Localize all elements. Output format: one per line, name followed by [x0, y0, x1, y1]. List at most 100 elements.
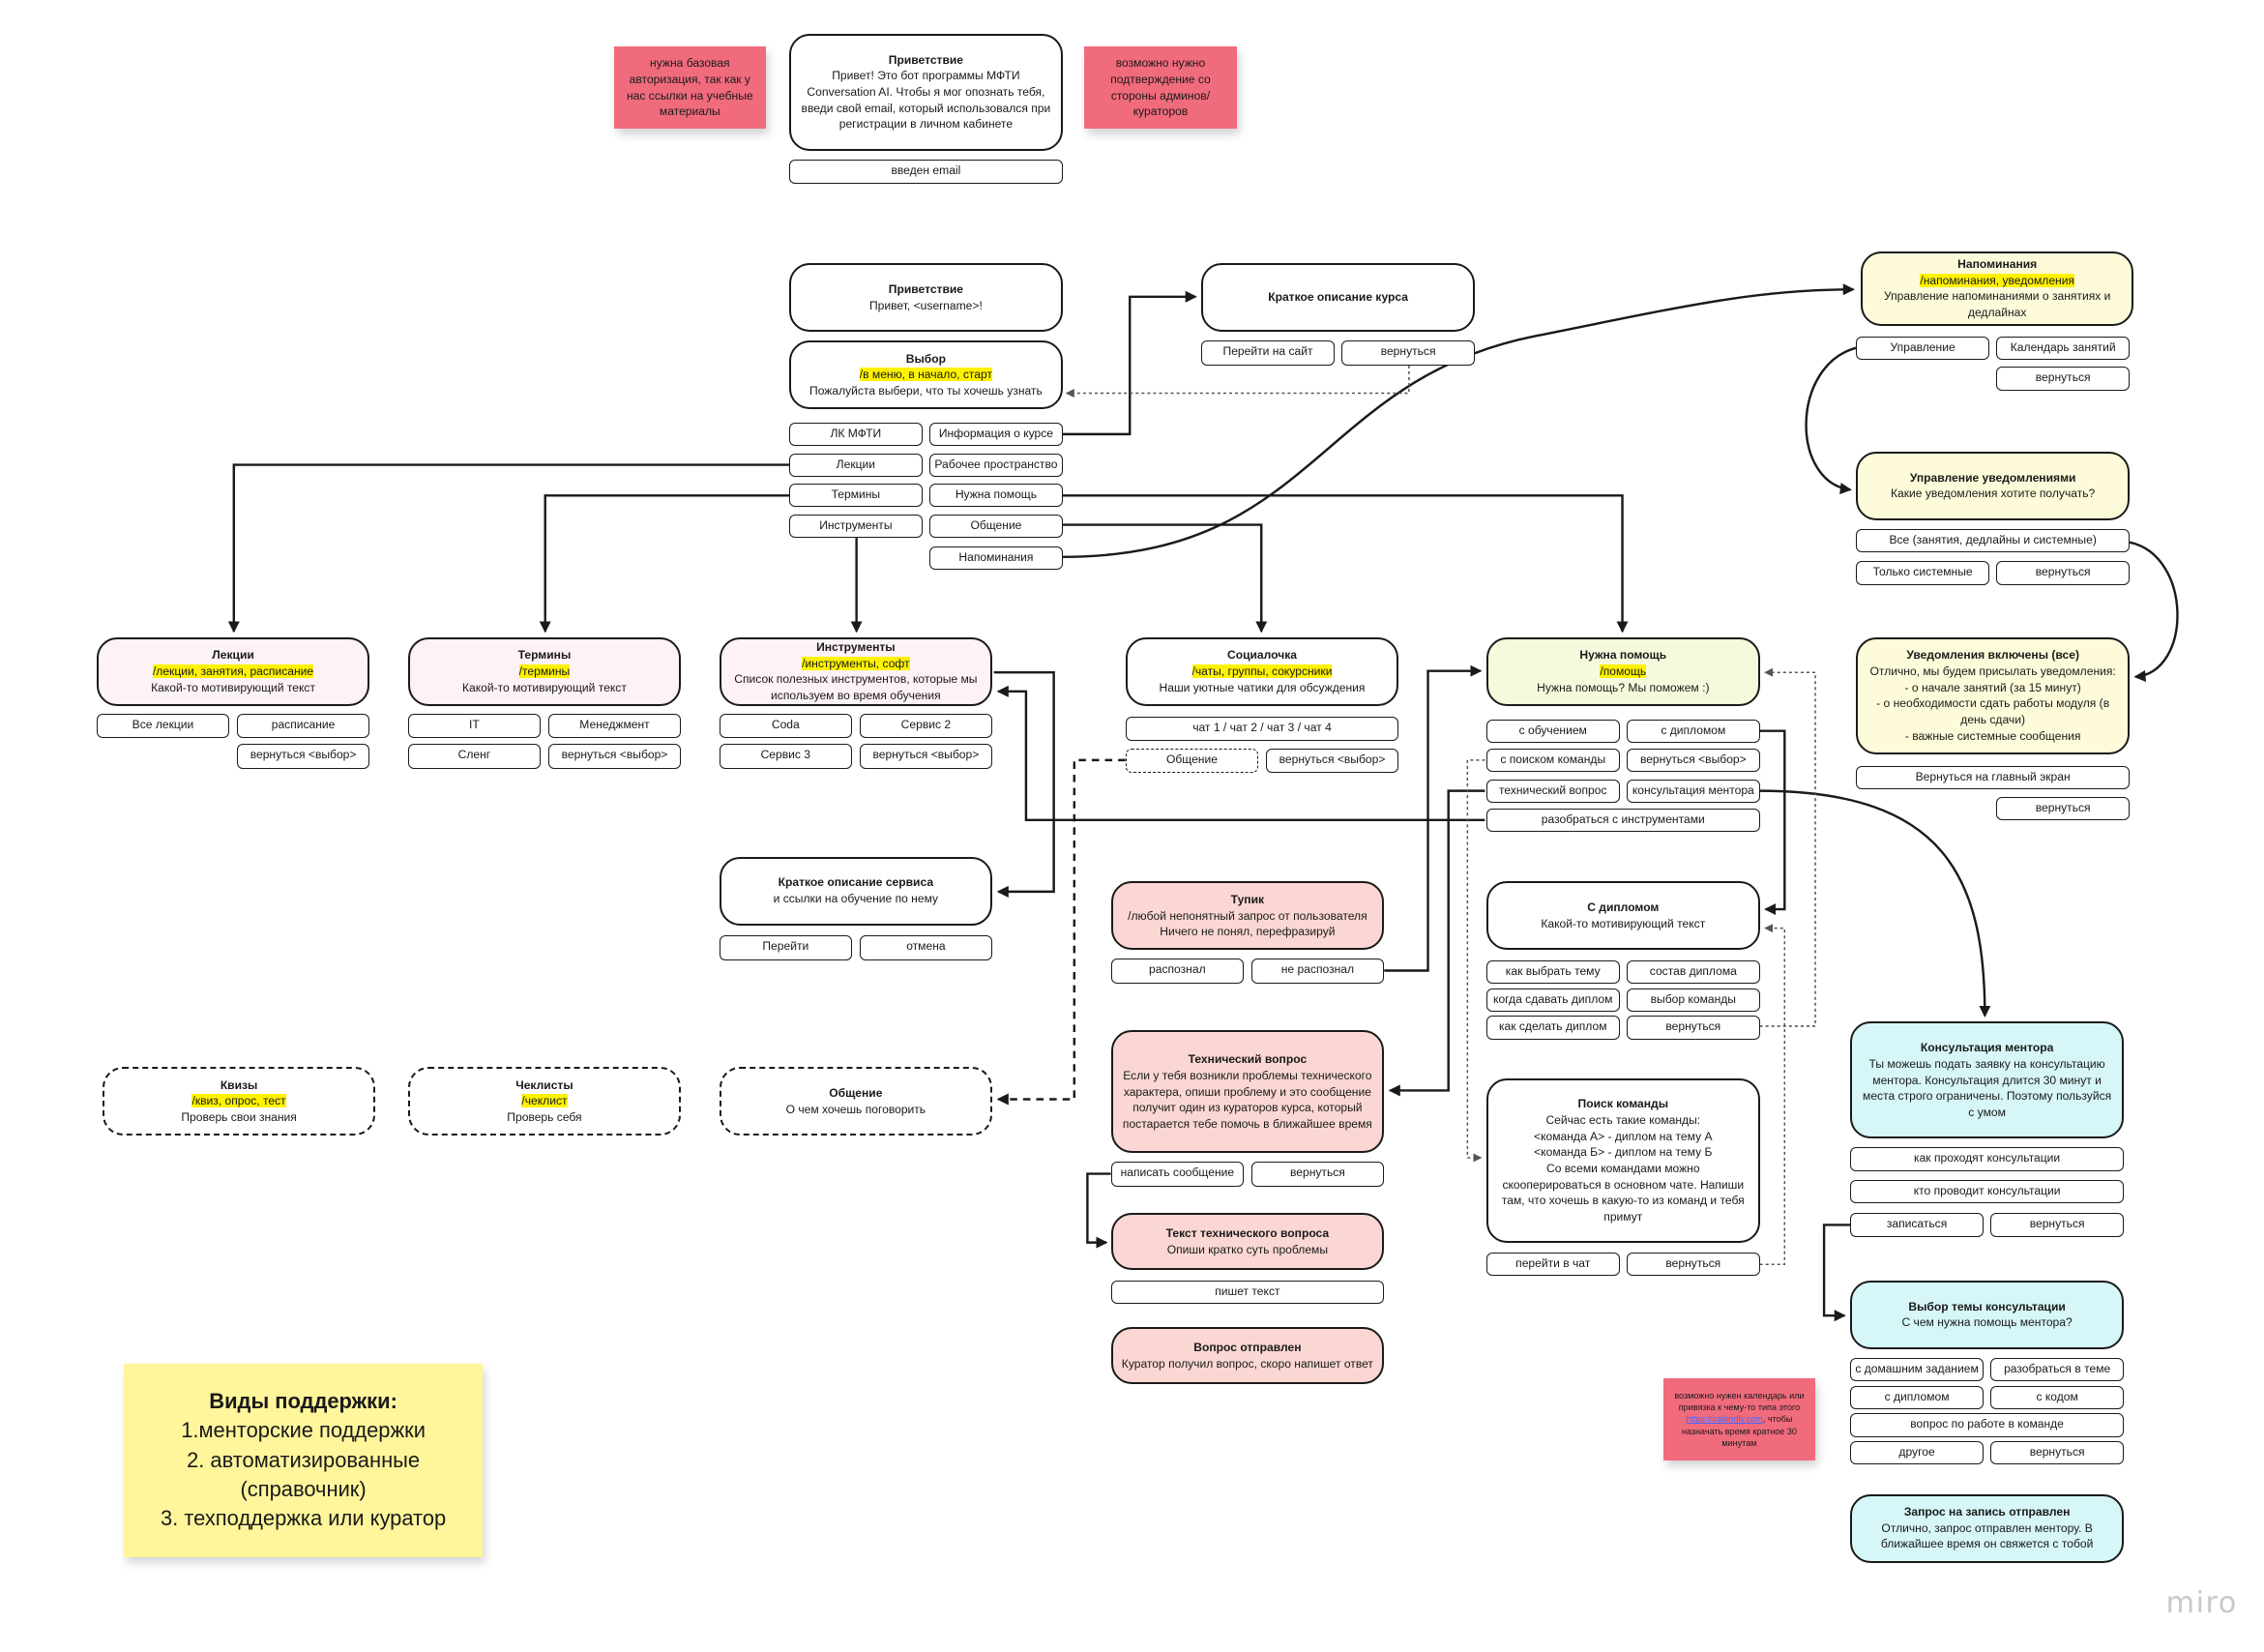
btn-lectures-back[interactable]: вернуться <выбор>	[236, 744, 370, 769]
btn-social-back[interactable]: вернуться <выбор>	[1265, 748, 1399, 774]
btn-topic-team[interactable]: вопрос по работе в команде	[1850, 1413, 2124, 1437]
btn-help-back[interactable]: вернуться <выбор>	[1627, 748, 1760, 772]
btn-manage[interactable]: Управление	[1856, 336, 1989, 360]
btn-topic-diploma[interactable]: с дипломом	[1850, 1385, 1984, 1409]
help-card: Нужна помощь /помощь Нужна помощь? Мы по…	[1485, 636, 1760, 706]
btn-write-message[interactable]: написать сообщение	[1110, 1162, 1245, 1188]
btn-choose-topic[interactable]: как выбрать тему	[1485, 959, 1620, 985]
reminders-card: Напоминания /напоминания, уведомления Уп…	[1860, 251, 2134, 326]
btn-help-tools[interactable]: разобраться с инструментами	[1485, 808, 1760, 832]
btn-class-calendar[interactable]: Календарь занятий	[1996, 336, 2130, 360]
btn-lk-mipt[interactable]: ЛК МФТИ	[789, 422, 923, 446]
btn-course-info[interactable]: Информация о курсе	[929, 422, 1063, 446]
btn-lectures[interactable]: Лекции	[789, 453, 923, 477]
btn-topic-theme[interactable]: разобраться в теме	[1990, 1357, 2124, 1382]
btn-writes-text[interactable]: пишет текст	[1110, 1280, 1385, 1305]
btn-help-tech[interactable]: технический вопрос	[1485, 779, 1620, 803]
edge-tech-text	[1086, 1172, 1111, 1249]
btn-service-3[interactable]: Сервис 3	[719, 744, 853, 769]
btn-need-help[interactable]: Нужна помощь	[929, 484, 1063, 508]
btn-topic-back[interactable]: вернуться	[1990, 1441, 2124, 1465]
btn-who-consult[interactable]: кто проводит консультации	[1850, 1179, 2124, 1203]
btn-all-lectures[interactable]: Все лекции	[96, 713, 230, 739]
edge-mentor	[1759, 789, 1991, 1018]
btn-go-chat[interactable]: перейти в чат	[1485, 1253, 1620, 1277]
btn-diploma-back[interactable]: вернуться	[1627, 1016, 1760, 1040]
btn-choose-team[interactable]: выбор команды	[1627, 988, 1760, 1012]
edge-notif-on	[2129, 541, 2179, 682]
edge-team	[1466, 759, 1485, 1163]
card-body: Нужна помощь? Мы поможем :)	[1537, 680, 1710, 694]
card-title: Технический вопрос	[1188, 1052, 1308, 1067]
checklists-card: Чеклисты /чеклист Проверь себя	[407, 1067, 682, 1136]
card-body: С чем нужна помощь ментора?	[1901, 1315, 2073, 1330]
edge-diploma	[1759, 729, 1786, 916]
edge-notif-mgmt	[1805, 346, 1857, 494]
tools-card: Инструменты /инструменты, софт Список по…	[719, 636, 993, 706]
btn-when-submit[interactable]: когда сдавать диплом	[1485, 988, 1620, 1012]
card-body: Проверь свои знания	[181, 1110, 297, 1125]
btn-help-mentor[interactable]: консультация ментора	[1627, 779, 1760, 803]
btn-diploma-contents[interactable]: состав диплома	[1627, 959, 1760, 985]
card-body: Отлично, запрос отправлен ментору. В бли…	[1880, 1520, 2094, 1551]
card-title: Общение	[829, 1086, 883, 1101]
btn-not-recognized[interactable]: не распознал	[1250, 959, 1385, 985]
card-command: /лекции, занятия, расписание	[152, 664, 314, 679]
card-title: Вопрос отправлен	[1193, 1341, 1302, 1355]
btn-social[interactable]: Общение	[929, 514, 1063, 539]
btn-schedule[interactable]: расписание	[236, 713, 370, 739]
btn-notif-back[interactable]: вернуться	[1996, 561, 2130, 585]
card-body: Опиши кратко суть проблемы	[1166, 1242, 1329, 1256]
btn-service-cancel[interactable]: отмена	[859, 935, 993, 960]
btn-notif-all[interactable]: Все (занятия, дедлайны и системные)	[1856, 529, 2130, 553]
btn-how-consult[interactable]: как проходят консультации	[1850, 1147, 2124, 1171]
btn-team-back[interactable]: вернуться	[1627, 1253, 1760, 1277]
btn-notif-system[interactable]: Только системные	[1856, 561, 1989, 585]
btn-help-team[interactable]: с поиском команды	[1485, 748, 1620, 772]
btn-workspace[interactable]: Рабочее пространство	[929, 453, 1063, 477]
email-entered-button[interactable]: введен email	[789, 159, 1063, 185]
btn-sign-up[interactable]: записаться	[1850, 1213, 1984, 1237]
sticky-support-types: Виды поддержки: 1.менторские поддержки 2…	[124, 1364, 483, 1557]
btn-how-diploma[interactable]: как сделать диплом	[1485, 1016, 1620, 1040]
card-title: С дипломом	[1587, 900, 1660, 915]
btn-coda[interactable]: Coda	[719, 713, 853, 739]
btn-go-site[interactable]: Перейти на сайт	[1201, 340, 1335, 366]
btn-mentor-back[interactable]: вернуться	[1990, 1213, 2124, 1237]
btn-reminders[interactable]: Напоминания	[929, 546, 1063, 571]
btn-notif-on-back[interactable]: вернуться	[1996, 796, 2130, 820]
btn-obshchenie[interactable]: Общение	[1125, 748, 1259, 774]
btn-tools-back[interactable]: вернуться <выбор>	[859, 744, 993, 769]
calendar-link[interactable]: https://calendly.com	[1686, 1414, 1763, 1425]
btn-reminders-back[interactable]: вернуться	[1996, 367, 2130, 391]
mentor-topic-card: Выбор темы консультации С чем нужна помо…	[1850, 1280, 2124, 1349]
edge-info-course	[1062, 290, 1197, 436]
btn-terms-back[interactable]: вернуться <выбор>	[547, 744, 682, 769]
btn-terms-slang[interactable]: Сленг	[407, 744, 542, 769]
btn-help-diploma[interactable]: с дипломом	[1627, 719, 1760, 743]
card-body: Отлично, мы будем присылать уведомления:…	[1869, 664, 2116, 743]
btn-help-study[interactable]: с обучением	[1485, 719, 1620, 743]
card-body: Какие уведомления хотите получать?	[1891, 487, 2096, 501]
card-title: Поиск команды	[1577, 1097, 1669, 1111]
card-body: Пожалуйста выбери, что ты хочешь узнать	[809, 383, 1043, 398]
btn-tools[interactable]: Инструменты	[789, 514, 923, 539]
btn-topic-other[interactable]: другое	[1850, 1441, 1984, 1465]
btn-course-back[interactable]: вернуться	[1341, 340, 1475, 366]
btn-topic-code[interactable]: с кодом	[1990, 1385, 2124, 1409]
btn-service-2[interactable]: Сервис 2	[859, 713, 993, 739]
btn-main-screen[interactable]: Вернуться на главный экран	[1856, 765, 2130, 790]
btn-terms-management[interactable]: Менеджмент	[547, 713, 682, 739]
btn-topic-homework[interactable]: с домашним заданием	[1850, 1357, 1984, 1382]
card-command: /в меню, в начало, старт	[859, 368, 993, 382]
card-body: Какой-то мотивирующий текст	[151, 680, 315, 694]
btn-recognized[interactable]: распознал	[1110, 959, 1245, 985]
btn-chats[interactable]: чат 1 / чат 2 / чат 3 / чат 4	[1125, 716, 1399, 742]
btn-service-go[interactable]: Перейти	[719, 935, 853, 960]
btn-terms-it[interactable]: IT	[407, 713, 542, 739]
edge-help	[1062, 494, 1629, 634]
edge-obshchenie-chat	[996, 758, 1126, 1106]
btn-tech-back[interactable]: вернуться	[1250, 1162, 1385, 1188]
lectures-card: Лекции /лекции, занятия, расписание Како…	[96, 636, 370, 706]
btn-terms[interactable]: Термины	[789, 484, 923, 508]
